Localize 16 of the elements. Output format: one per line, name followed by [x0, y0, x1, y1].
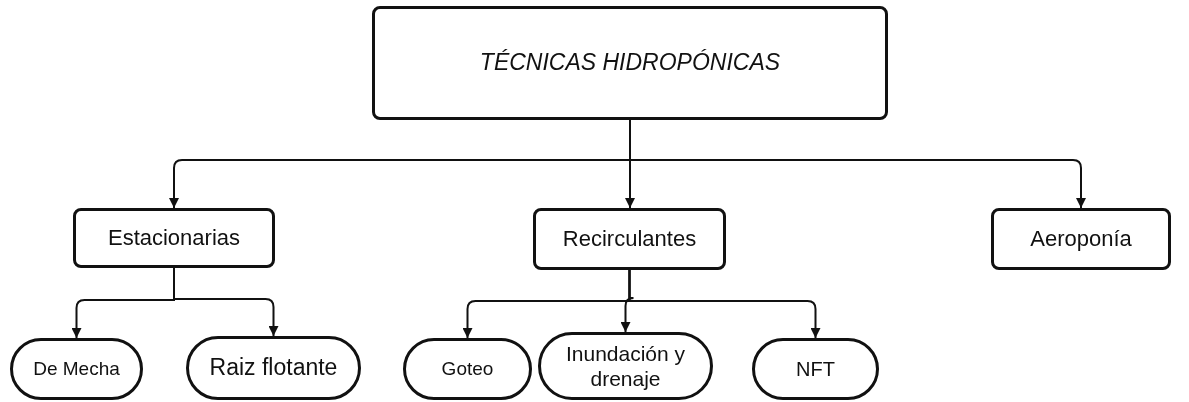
node-label: Raiz flotante	[209, 354, 338, 382]
node-label: NFT	[796, 357, 835, 381]
arrow	[628, 269, 821, 339]
category-box	[73, 208, 275, 268]
node-label: Aeroponía	[1030, 225, 1132, 253]
arrow	[173, 267, 279, 337]
category-box	[991, 208, 1171, 270]
node-label: TÉCNICAS HIDROPÓNICAS	[479, 49, 781, 77]
node-label: De Mecha	[33, 357, 120, 381]
technique-pill	[186, 336, 361, 400]
category-box	[533, 208, 726, 270]
node-label: Estacionarias	[107, 224, 241, 252]
node-label: Recirculantes	[562, 225, 697, 253]
node-label: Inundación y drenaje	[564, 340, 687, 392]
title-box	[372, 6, 888, 120]
node-label: Goteo	[441, 357, 494, 381]
